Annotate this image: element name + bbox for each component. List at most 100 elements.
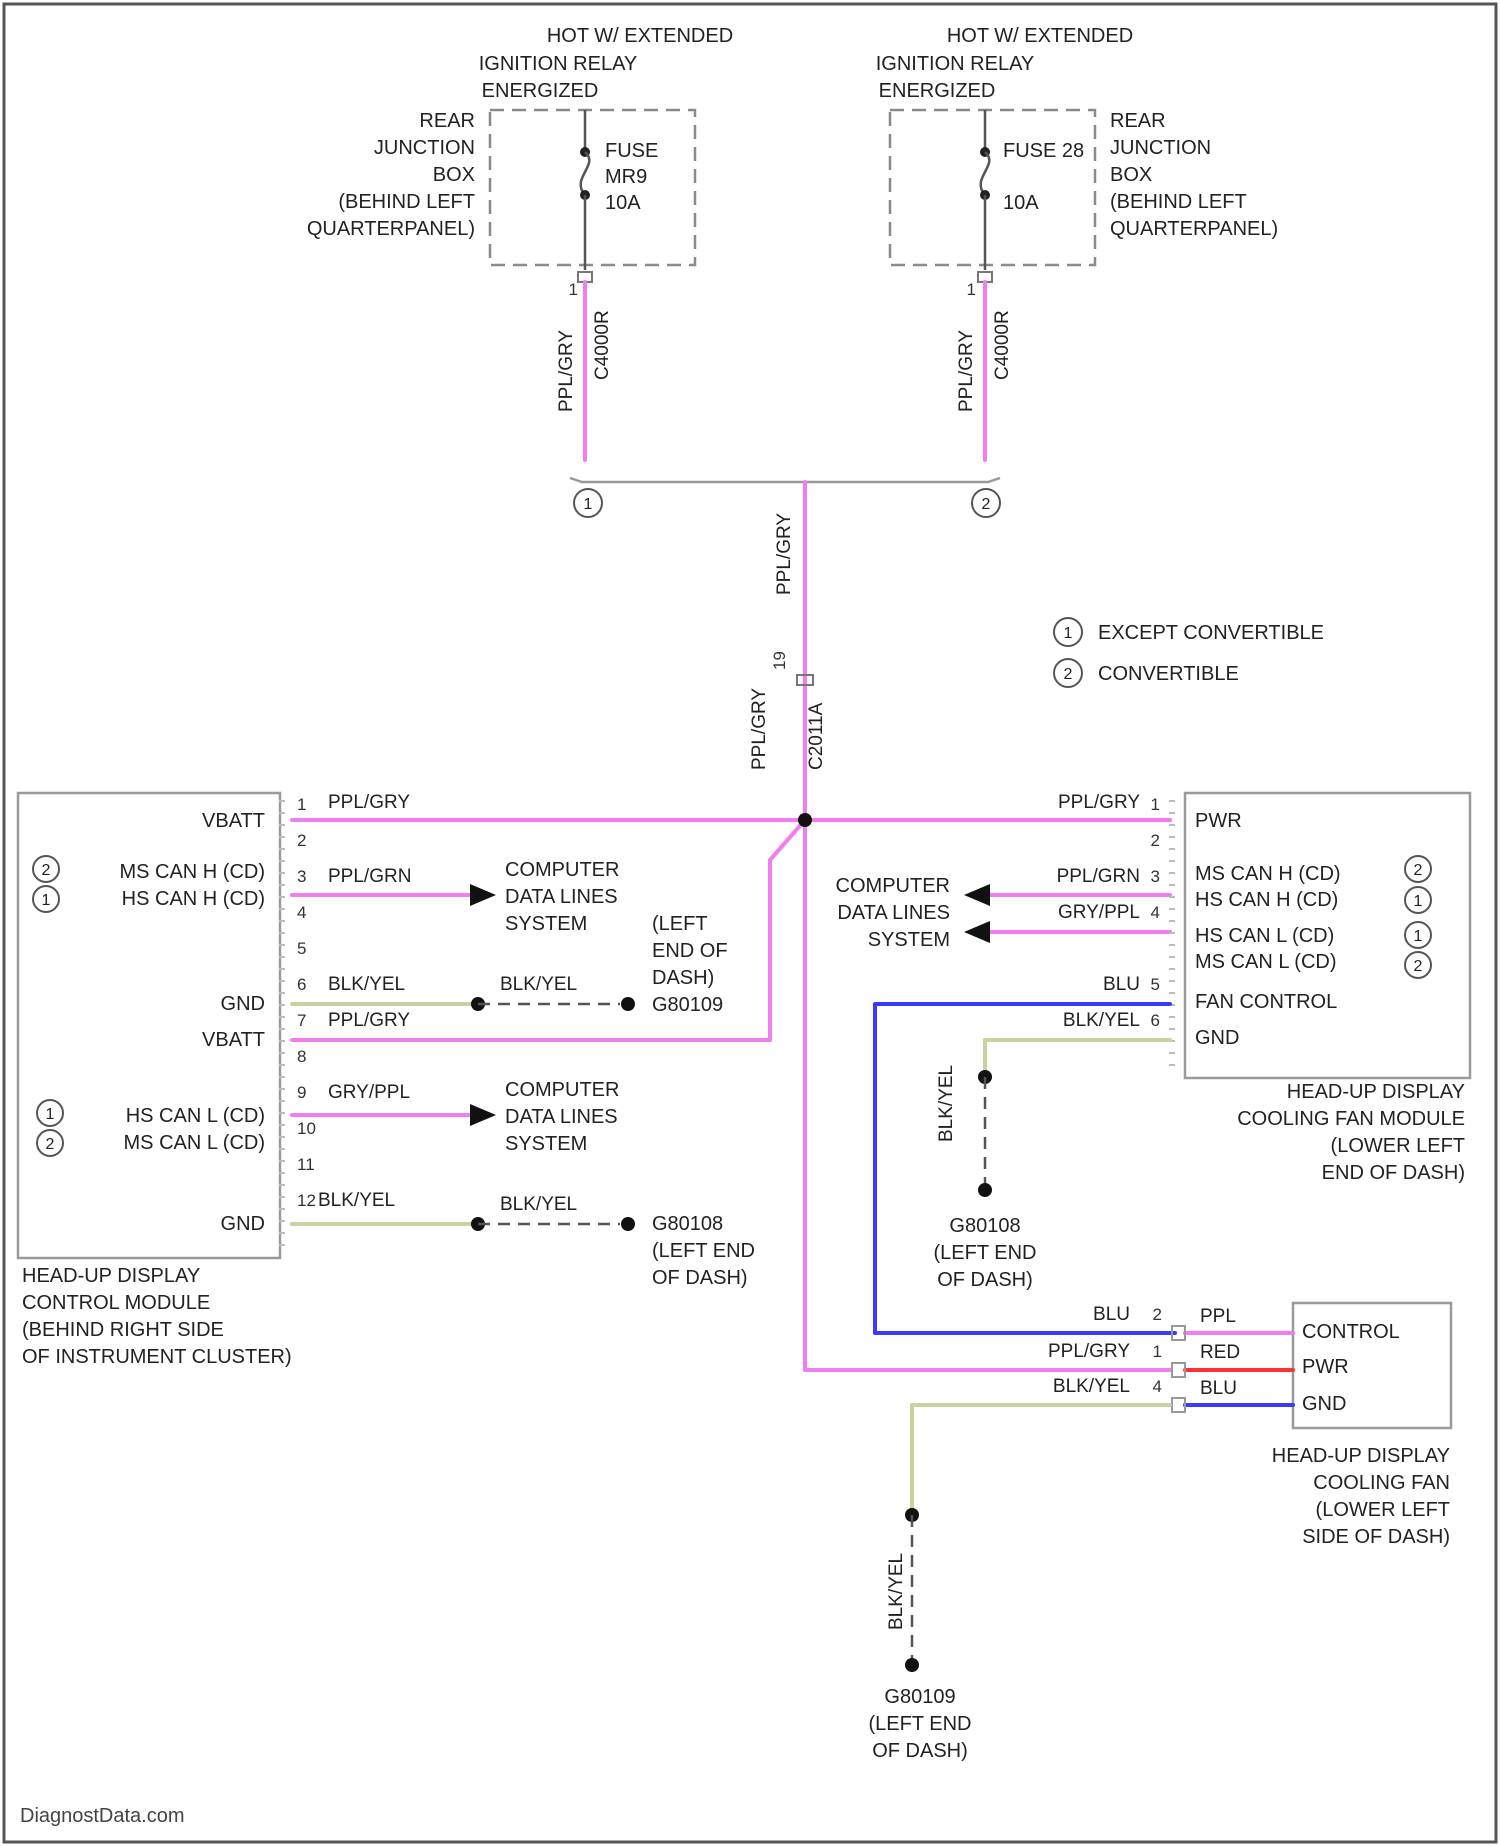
module-label: (LOWER LEFT — [1316, 1499, 1450, 1521]
module-label: HEAD-UP DISPLAY — [1272, 1445, 1450, 1467]
option-ref-number: 1 — [1414, 893, 1423, 910]
signal-label: MS CAN H (CD) — [119, 861, 265, 883]
wire-label: BLU — [1093, 1304, 1130, 1325]
signal-label: MS CAN H (CD) — [1195, 863, 1341, 885]
ground-label: (LEFT END — [934, 1242, 1037, 1264]
signal-label: GND — [221, 1213, 265, 1235]
computer-data-label: COMPUTER — [505, 1079, 619, 1101]
pin-number: 9 — [297, 1083, 306, 1102]
connector-label: C4000R — [592, 310, 613, 380]
wire-label: BLK/YEL — [1053, 1376, 1130, 1397]
fuse-icon — [981, 152, 990, 195]
hud-control-module: VBATT MS CAN H (CD) HS CAN H (CD) GND VB… — [18, 792, 411, 1368]
signal-label: HS CAN L (CD) — [126, 1105, 265, 1127]
data-arrow-left — [964, 921, 990, 943]
ground-label: OF DASH) — [937, 1269, 1033, 1291]
module-label: HEAD-UP DISPLAY — [1287, 1081, 1465, 1103]
signal-label: HS CAN L (CD) — [1195, 925, 1334, 947]
wire-label: BLK/YEL — [1063, 1010, 1140, 1031]
signal-label: GND — [1302, 1393, 1346, 1415]
ground-label: DASH) — [652, 967, 714, 989]
pin-number: 3 — [297, 867, 306, 886]
wire-label: PPL/GRY — [328, 1010, 410, 1031]
pin-number: 3 — [1151, 867, 1160, 886]
location-label: JUNCTION — [1110, 137, 1211, 159]
signal-label: HS CAN H (CD) — [122, 888, 265, 910]
module-label: COOLING FAN MODULE — [1237, 1108, 1465, 1130]
pin-number: 8 — [297, 1047, 306, 1066]
option-ref-number: 1 — [46, 1106, 55, 1123]
fuse-label: 10A — [605, 192, 641, 214]
module-label: END OF DASH) — [1322, 1162, 1465, 1184]
option-split-bar — [570, 478, 1000, 482]
signal-label: PWR — [1302, 1356, 1349, 1378]
module-label: HEAD-UP DISPLAY — [22, 1265, 200, 1287]
pin-number: 4 — [1153, 1377, 1162, 1396]
pin-number: 4 — [1151, 903, 1160, 922]
pin-number: 4 — [297, 903, 306, 922]
pin-number: 1 — [1151, 795, 1160, 814]
legend-text: CONVERTIBLE — [1098, 663, 1239, 685]
wire-label: BLU — [1200, 1378, 1237, 1399]
fuse-label: FUSE 28 — [1003, 140, 1084, 162]
ground-label: G80109 — [652, 994, 723, 1016]
pin-number: 2 — [1151, 831, 1160, 850]
wire-label: BLK/YEL — [500, 1194, 577, 1215]
signal-label: GND — [221, 993, 265, 1015]
computer-data-label: SYSTEM — [505, 1133, 587, 1155]
ground-label: OF DASH) — [872, 1740, 968, 1762]
wire-label: BLK/YEL — [886, 1553, 907, 1630]
ground-label: G80108 — [949, 1215, 1020, 1237]
computer-data-label: DATA LINES — [837, 902, 950, 924]
location-label: JUNCTION — [374, 137, 475, 159]
cooling-fan-module: PWR MS CAN H (CD) HS CAN H (CD) HS CAN L… — [1057, 792, 1470, 1184]
cooling-fan: CONTROL PWR GND PPL RED BLU 2 1 4 BLU PP… — [1048, 1303, 1451, 1548]
option-ref-number: 2 — [1414, 958, 1423, 975]
ground-label: (LEFT END — [652, 1240, 755, 1262]
location-label: QUARTERPANEL) — [307, 218, 475, 240]
module-label: (BEHIND RIGHT SIDE — [22, 1319, 224, 1341]
hot-label-line: IGNITION RELAY — [479, 53, 638, 75]
pin-number: 7 — [297, 1011, 306, 1030]
pin-number: 1 — [1153, 1342, 1162, 1361]
location-label: (BEHIND LEFT — [1110, 191, 1247, 213]
legend-ref-number: 1 — [1064, 625, 1073, 642]
location-label: QUARTERPANEL) — [1110, 218, 1278, 240]
option-legend: 1 EXCEPT CONVERTIBLE 2 CONVERTIBLE — [1054, 618, 1324, 687]
junction-box-outline — [490, 110, 695, 265]
wire-label: BLK/YEL — [500, 974, 577, 995]
ground-label: (LEFT — [652, 913, 708, 935]
pin-number: 1 — [569, 280, 578, 299]
splice-point — [798, 813, 812, 827]
pin-number: 12 — [297, 1191, 316, 1210]
ground-label: G80108 — [652, 1213, 723, 1235]
wire-label: BLK/YEL — [936, 1065, 957, 1142]
option-ref-number: 1 — [584, 496, 593, 513]
wire-label: BLU — [1103, 974, 1140, 995]
wire-label: BLK/YEL — [318, 1190, 395, 1211]
option-ref-number: 2 — [982, 496, 991, 513]
cooling-fan-ground: BLK/YEL G80109 (LEFT END OF DASH) — [869, 1405, 1170, 1762]
hot-label-line: ENERGIZED — [482, 80, 599, 102]
fuse-label: MR9 — [605, 166, 647, 188]
signal-label: GND — [1195, 1027, 1239, 1049]
pin-number: 19 — [770, 651, 789, 670]
wire-label: GRY/PPL — [328, 1082, 410, 1103]
wire-label: BLK/YEL — [328, 974, 405, 995]
hot-label-line: ENERGIZED — [879, 80, 996, 102]
fan-module-ground: BLK/YEL G80108 (LEFT END OF DASH) — [934, 1040, 1170, 1291]
legend-text: EXCEPT CONVERTIBLE — [1098, 622, 1324, 644]
pin-number: 6 — [1151, 1011, 1160, 1030]
connector-label: C2011A — [806, 702, 827, 770]
location-label: BOX — [1110, 164, 1152, 186]
wire-label: PPL/GRN — [1057, 866, 1140, 887]
signal-label: VBATT — [202, 1029, 265, 1051]
ground-label: (LEFT END — [869, 1713, 972, 1735]
pin-number: 2 — [297, 831, 306, 850]
option-ref-number: 2 — [42, 862, 51, 879]
ground-icon — [621, 1217, 635, 1231]
pin-number: 10 — [297, 1119, 316, 1138]
data-arrow-right — [470, 884, 496, 906]
location-label: BOX — [433, 164, 475, 186]
